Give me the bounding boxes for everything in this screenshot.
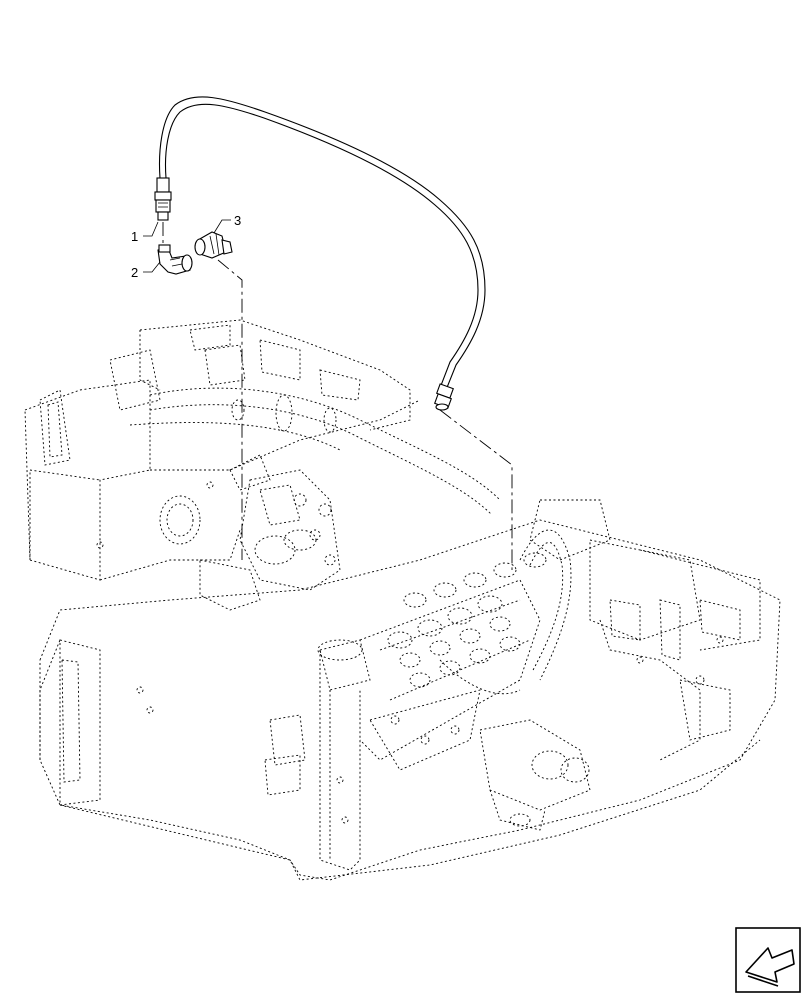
machine-frame-outline [24,319,781,881]
control-valve-bank [264,529,591,871]
callout-label-3: 3 [234,213,241,228]
hose-assembly [154,96,486,411]
hose-end-fitting [154,177,172,221]
hose-lower-fitting [434,383,454,411]
adapter-fitting [194,231,233,259]
callout-label-1: 1 [131,229,138,244]
callout-leaders [143,219,231,273]
assembly-leader-lines [217,259,513,570]
valve-spools [387,552,547,688]
callout-label-2: 2 [131,265,138,280]
elbow-fitting [157,222,193,275]
return-arrow-icon[interactable] [735,927,801,993]
